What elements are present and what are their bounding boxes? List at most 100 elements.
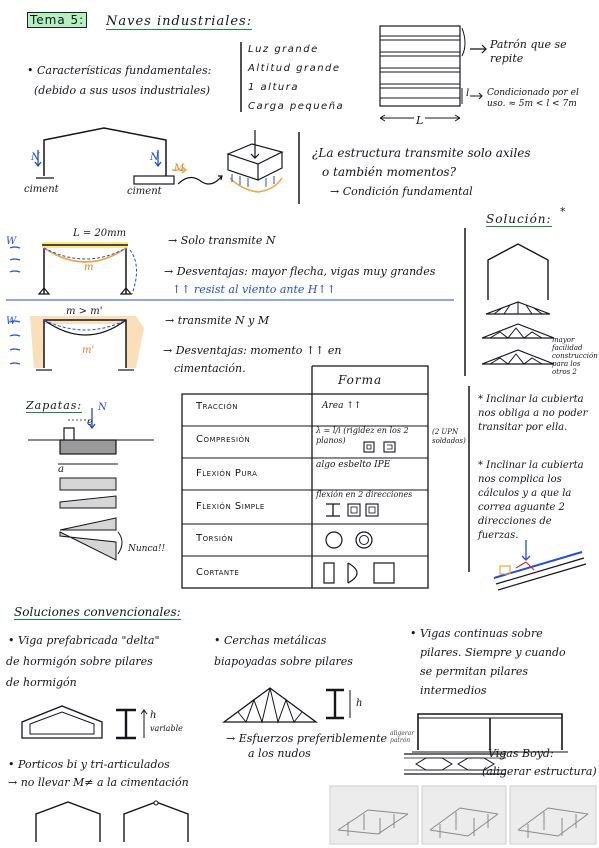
structure-photos bbox=[329, 785, 597, 845]
question-line-2: o también momentos? bbox=[322, 165, 457, 179]
conv-col3-line1: • Vigas continuas sobre bbox=[410, 627, 543, 640]
swoosh-arrow bbox=[177, 175, 223, 185]
conv-boyd-1: Vigas Boyd: bbox=[488, 747, 554, 760]
purlin-force-sketch bbox=[493, 540, 587, 591]
pinned-frame-sketch bbox=[9, 242, 137, 295]
zapatas-N-label: N bbox=[98, 402, 107, 413]
tema-text: Tema 5: bbox=[30, 13, 85, 27]
condition-arrow bbox=[470, 92, 483, 100]
char-item-4: Carga pequeña bbox=[248, 101, 345, 112]
rigid-note-2: → Desventajas: momento ↑↑ en bbox=[163, 344, 342, 357]
rigid-note-3: cimentación. bbox=[174, 362, 246, 375]
pinned-note-1: → Solo transmite N bbox=[168, 234, 276, 247]
forma-row-label-flexion-pura: Flexión Pura bbox=[196, 468, 258, 479]
conv-col1-line2: de hormigón sobre pilares bbox=[6, 655, 153, 668]
continuous-beam-sketch bbox=[412, 713, 568, 753]
notes-divider bbox=[468, 386, 470, 572]
truss-sketch bbox=[222, 687, 351, 724]
forma-row-desc-flexion-pura: algo esbelto IPE bbox=[316, 460, 391, 470]
zapatas-e-label: e bbox=[87, 417, 93, 428]
forma-row-label-torsion: Torsión bbox=[196, 533, 234, 544]
question-line-3: → Condición fundamental bbox=[330, 185, 473, 198]
page-title: Naves industriales: bbox=[106, 14, 253, 30]
conv-col3-line4: intermedios bbox=[420, 684, 487, 697]
conv-col1-line1: • Viga prefabricada "delta" bbox=[8, 634, 160, 647]
conv-col1-b1: • Porticos bi y tri-articulados bbox=[8, 758, 170, 771]
conv-boyd-2: (aligerar estructura) bbox=[482, 765, 597, 778]
footing-sketch bbox=[28, 408, 154, 561]
boyd-beam-sketch bbox=[404, 753, 506, 775]
conv-h1: h bbox=[150, 710, 157, 721]
frame-N-right: N bbox=[150, 152, 159, 163]
portal-frame-sketch bbox=[34, 127, 188, 185]
forma-header: Forma bbox=[338, 373, 383, 387]
tema-label: Tema 5: bbox=[27, 12, 88, 28]
delta-beam-sketch bbox=[21, 705, 148, 740]
forma-row-desc-flexion-simple: flexión en 2 direcciones bbox=[316, 490, 413, 499]
conv-col2-b1: → Esfuerzos preferiblemente bbox=[226, 732, 388, 745]
forma-row-label-cortante: Cortante bbox=[196, 567, 240, 578]
zapatas-nunca: Nunca!! bbox=[128, 544, 166, 554]
question-brace bbox=[298, 132, 300, 204]
pinned-note-2: → Desventajas: mayor flecha, vigas muy g… bbox=[164, 265, 436, 278]
question-line-1: ¿La estructura transmite solo axiles bbox=[312, 146, 531, 160]
solution-divider bbox=[464, 228, 466, 376]
conv-aligerar: aligerar patrón bbox=[390, 730, 415, 744]
characteristics-subheading: (debido a sus usos industriales) bbox=[34, 84, 211, 97]
brace-line bbox=[240, 42, 242, 112]
torsion-shapes-icon bbox=[325, 531, 373, 549]
shear-shapes-icon bbox=[323, 562, 395, 584]
conv-col2-line2: biapoyadas sobre pilares bbox=[214, 655, 353, 668]
solution-star: * bbox=[560, 205, 566, 218]
plan-l-label: l bbox=[466, 88, 470, 99]
section-boxes-icon bbox=[363, 441, 396, 453]
forma-row-label-traccion: Tracción bbox=[196, 401, 238, 412]
section-shapes-icon bbox=[326, 503, 379, 517]
separator-line bbox=[6, 299, 454, 301]
char-item-3: 1 altura bbox=[248, 82, 299, 93]
pinned-moment-label: m bbox=[84, 262, 94, 273]
frame-N-left: N bbox=[31, 152, 40, 163]
zapatas-title: Zapatas: bbox=[26, 399, 83, 413]
forma-side-note: (2 UPN soldados) bbox=[432, 428, 466, 445]
solution-side-note: mayor facilidad construcción para los ot… bbox=[552, 336, 598, 376]
block-3d-sketch bbox=[226, 130, 284, 193]
forma-row-desc-traccion: Area ↑↑ bbox=[322, 401, 362, 411]
forma-row-desc-compresion: λ = l/i (rigidez en los 2 planos) bbox=[316, 426, 409, 445]
frame-ciment-right: ciment bbox=[127, 186, 162, 197]
conventional-title: Soluciones convencionales: bbox=[14, 605, 181, 620]
conv-col1-b2: → no llevar M≠ a la cimentación bbox=[8, 776, 189, 789]
pinned-note-3: ↑↑ resist al viento ante H↑↑ bbox=[172, 283, 336, 296]
articulated-frames-sketch bbox=[35, 800, 189, 842]
rigid-note-1: → transmite N y M bbox=[165, 314, 270, 327]
pattern-arrow bbox=[470, 44, 487, 54]
conv-col2-b2: a los nudos bbox=[248, 747, 311, 760]
rigid-moment-compare: m > m' bbox=[66, 306, 103, 317]
char-item-1: Luz grande bbox=[248, 44, 319, 55]
conv-col1-line3: de hormigón bbox=[6, 676, 77, 689]
forma-row-label-compresion: Compresión bbox=[196, 434, 251, 445]
rigid-wind-label: W bbox=[6, 316, 17, 327]
conv-col3-line2: pilares. Siempre y cuando bbox=[420, 646, 566, 659]
conv-col3-line3: se permitan pilares bbox=[420, 665, 529, 678]
rigid-frame-sketch bbox=[9, 316, 144, 371]
plan-L-label: L bbox=[414, 114, 426, 127]
solution-note-2: * Inclinar la cubierta nos complica los … bbox=[478, 460, 584, 541]
solution-note-1: * Inclinar la cubierta nos obliga a no p… bbox=[478, 394, 588, 433]
rigid-m-prime: m' bbox=[82, 345, 95, 356]
solution-title: Solución: bbox=[486, 212, 552, 227]
solution-sketches bbox=[481, 243, 555, 365]
characteristics-heading: • Características fundamentales: bbox=[27, 64, 212, 77]
frame-ciment-left: ciment bbox=[24, 184, 59, 195]
conv-h2: h bbox=[356, 698, 363, 709]
zapatas-a-label: a bbox=[58, 464, 64, 475]
conv-variable: variable bbox=[150, 724, 183, 733]
pinned-wind-label: W bbox=[6, 236, 17, 247]
pinned-span-label: L = 20mm bbox=[73, 228, 127, 239]
forma-row-label-flexion-simple: Flexión Simple bbox=[196, 501, 265, 512]
conv-col2-line1: • Cerchas metálicas bbox=[214, 634, 327, 647]
plan-condition-note: Condicionado por el uso. ≈ 5m < l < 7m bbox=[487, 88, 579, 109]
plan-pattern-note: Patrón que se repite bbox=[490, 38, 567, 65]
char-item-2: Altitud grande bbox=[248, 63, 341, 74]
frame-M: M bbox=[174, 163, 185, 174]
